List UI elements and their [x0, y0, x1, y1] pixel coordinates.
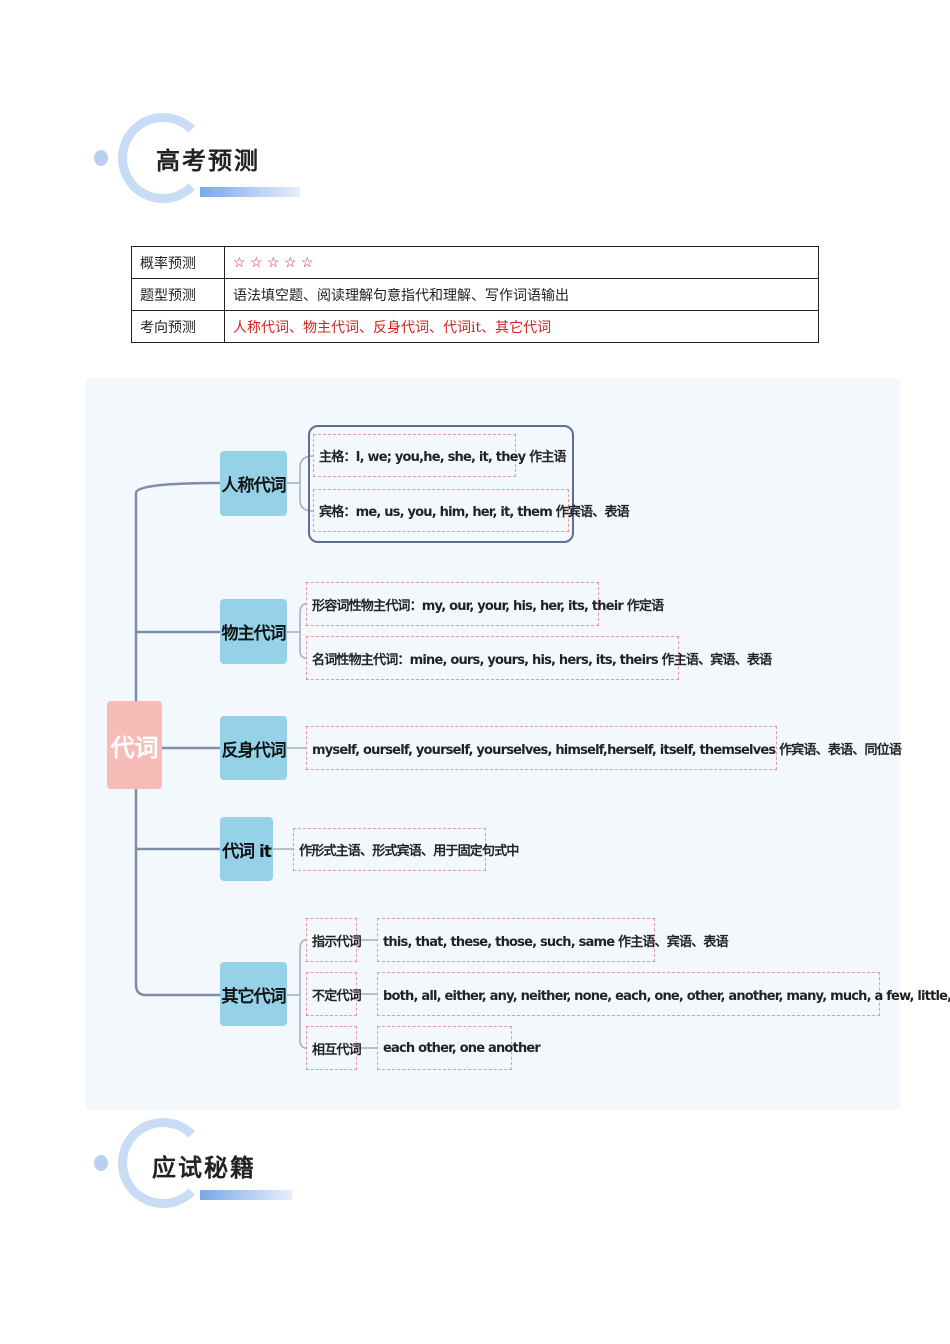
table-row: 考向预测人称代词、物主代词、反身代词、代词it、其它代词 — [131, 310, 819, 343]
leaf-node: 宾格：me, us, you, him, her, it, them 作宾语、表… — [313, 489, 630, 532]
decor-ring — [118, 1118, 208, 1208]
section-title: 高考预测 — [156, 147, 260, 175]
table-row: 概率预测☆ ☆ ☆ ☆ ☆ — [131, 246, 819, 279]
root-node: 代词 — [107, 701, 162, 789]
wavy-group-box — [308, 425, 574, 543]
decor-bar — [200, 1190, 292, 1200]
row-label: 概率预测 — [131, 246, 225, 279]
leaf-node: 形容词性物主代词：my, our, your, his, her, its, t… — [306, 582, 664, 626]
category-personal: 人称代词 — [220, 451, 287, 516]
star-rating: ☆ ☆ ☆ ☆ ☆ — [224, 246, 819, 279]
leaf-node: this, that, these, those, such, same 作主语… — [377, 918, 729, 962]
leaf-node: myself, ourself, yourself, yourselves, h… — [306, 726, 902, 770]
leaf-node: 作形式主语、形式宾语、用于固定句式中 — [293, 828, 519, 871]
connectors — [134, 455, 377, 1049]
forecast-table: 概率预测☆ ☆ ☆ ☆ ☆ 题型预测语法填空题、阅读理解句意指代和理解、写作词语… — [131, 246, 819, 343]
category-reflexive: 反身代词 — [220, 716, 287, 780]
row-label: 题型预测 — [131, 278, 225, 311]
trunk-line — [134, 481, 221, 997]
leaf-node: 名词性物主代词：mine, ours, yours, his, hers, it… — [306, 636, 772, 680]
row-value: 人称代词、物主代词、反身代词、代词it、其它代词 — [224, 310, 819, 343]
mind-map: 代词 人称代词 主格：I, we; you,he, she, it, they … — [85, 378, 950, 1110]
leaf-node: both, all, either, any, neither, none, e… — [377, 972, 950, 1016]
section-header-forecast: 高考预测 — [90, 113, 310, 208]
decor-dot — [94, 1155, 108, 1171]
category-possessive: 物主代词 — [220, 599, 287, 664]
leaf-node: each other, one another — [377, 1026, 541, 1070]
decor-bar — [200, 187, 300, 197]
decor-ring — [118, 113, 208, 203]
row-value: 语法填空题、阅读理解句意指代和理解、写作词语输出 — [224, 278, 819, 311]
sub-node: 不定代词 — [306, 972, 362, 1016]
sub-node: 指示代词 — [306, 918, 362, 962]
leaf-node: 主格：I, we; you,he, she, it, they 作主语 — [313, 434, 566, 477]
category-it: 代词 it — [220, 817, 273, 881]
sub-node: 相互代词 — [306, 1026, 362, 1070]
row-label: 考向预测 — [131, 310, 225, 343]
category-other: 其它代词 — [220, 962, 287, 1026]
decor-dot — [94, 150, 108, 166]
section-header-tips: 应试秘籍 — [90, 1118, 310, 1213]
section-title: 应试秘籍 — [152, 1154, 256, 1182]
table-row: 题型预测语法填空题、阅读理解句意指代和理解、写作词语输出 — [131, 278, 819, 311]
